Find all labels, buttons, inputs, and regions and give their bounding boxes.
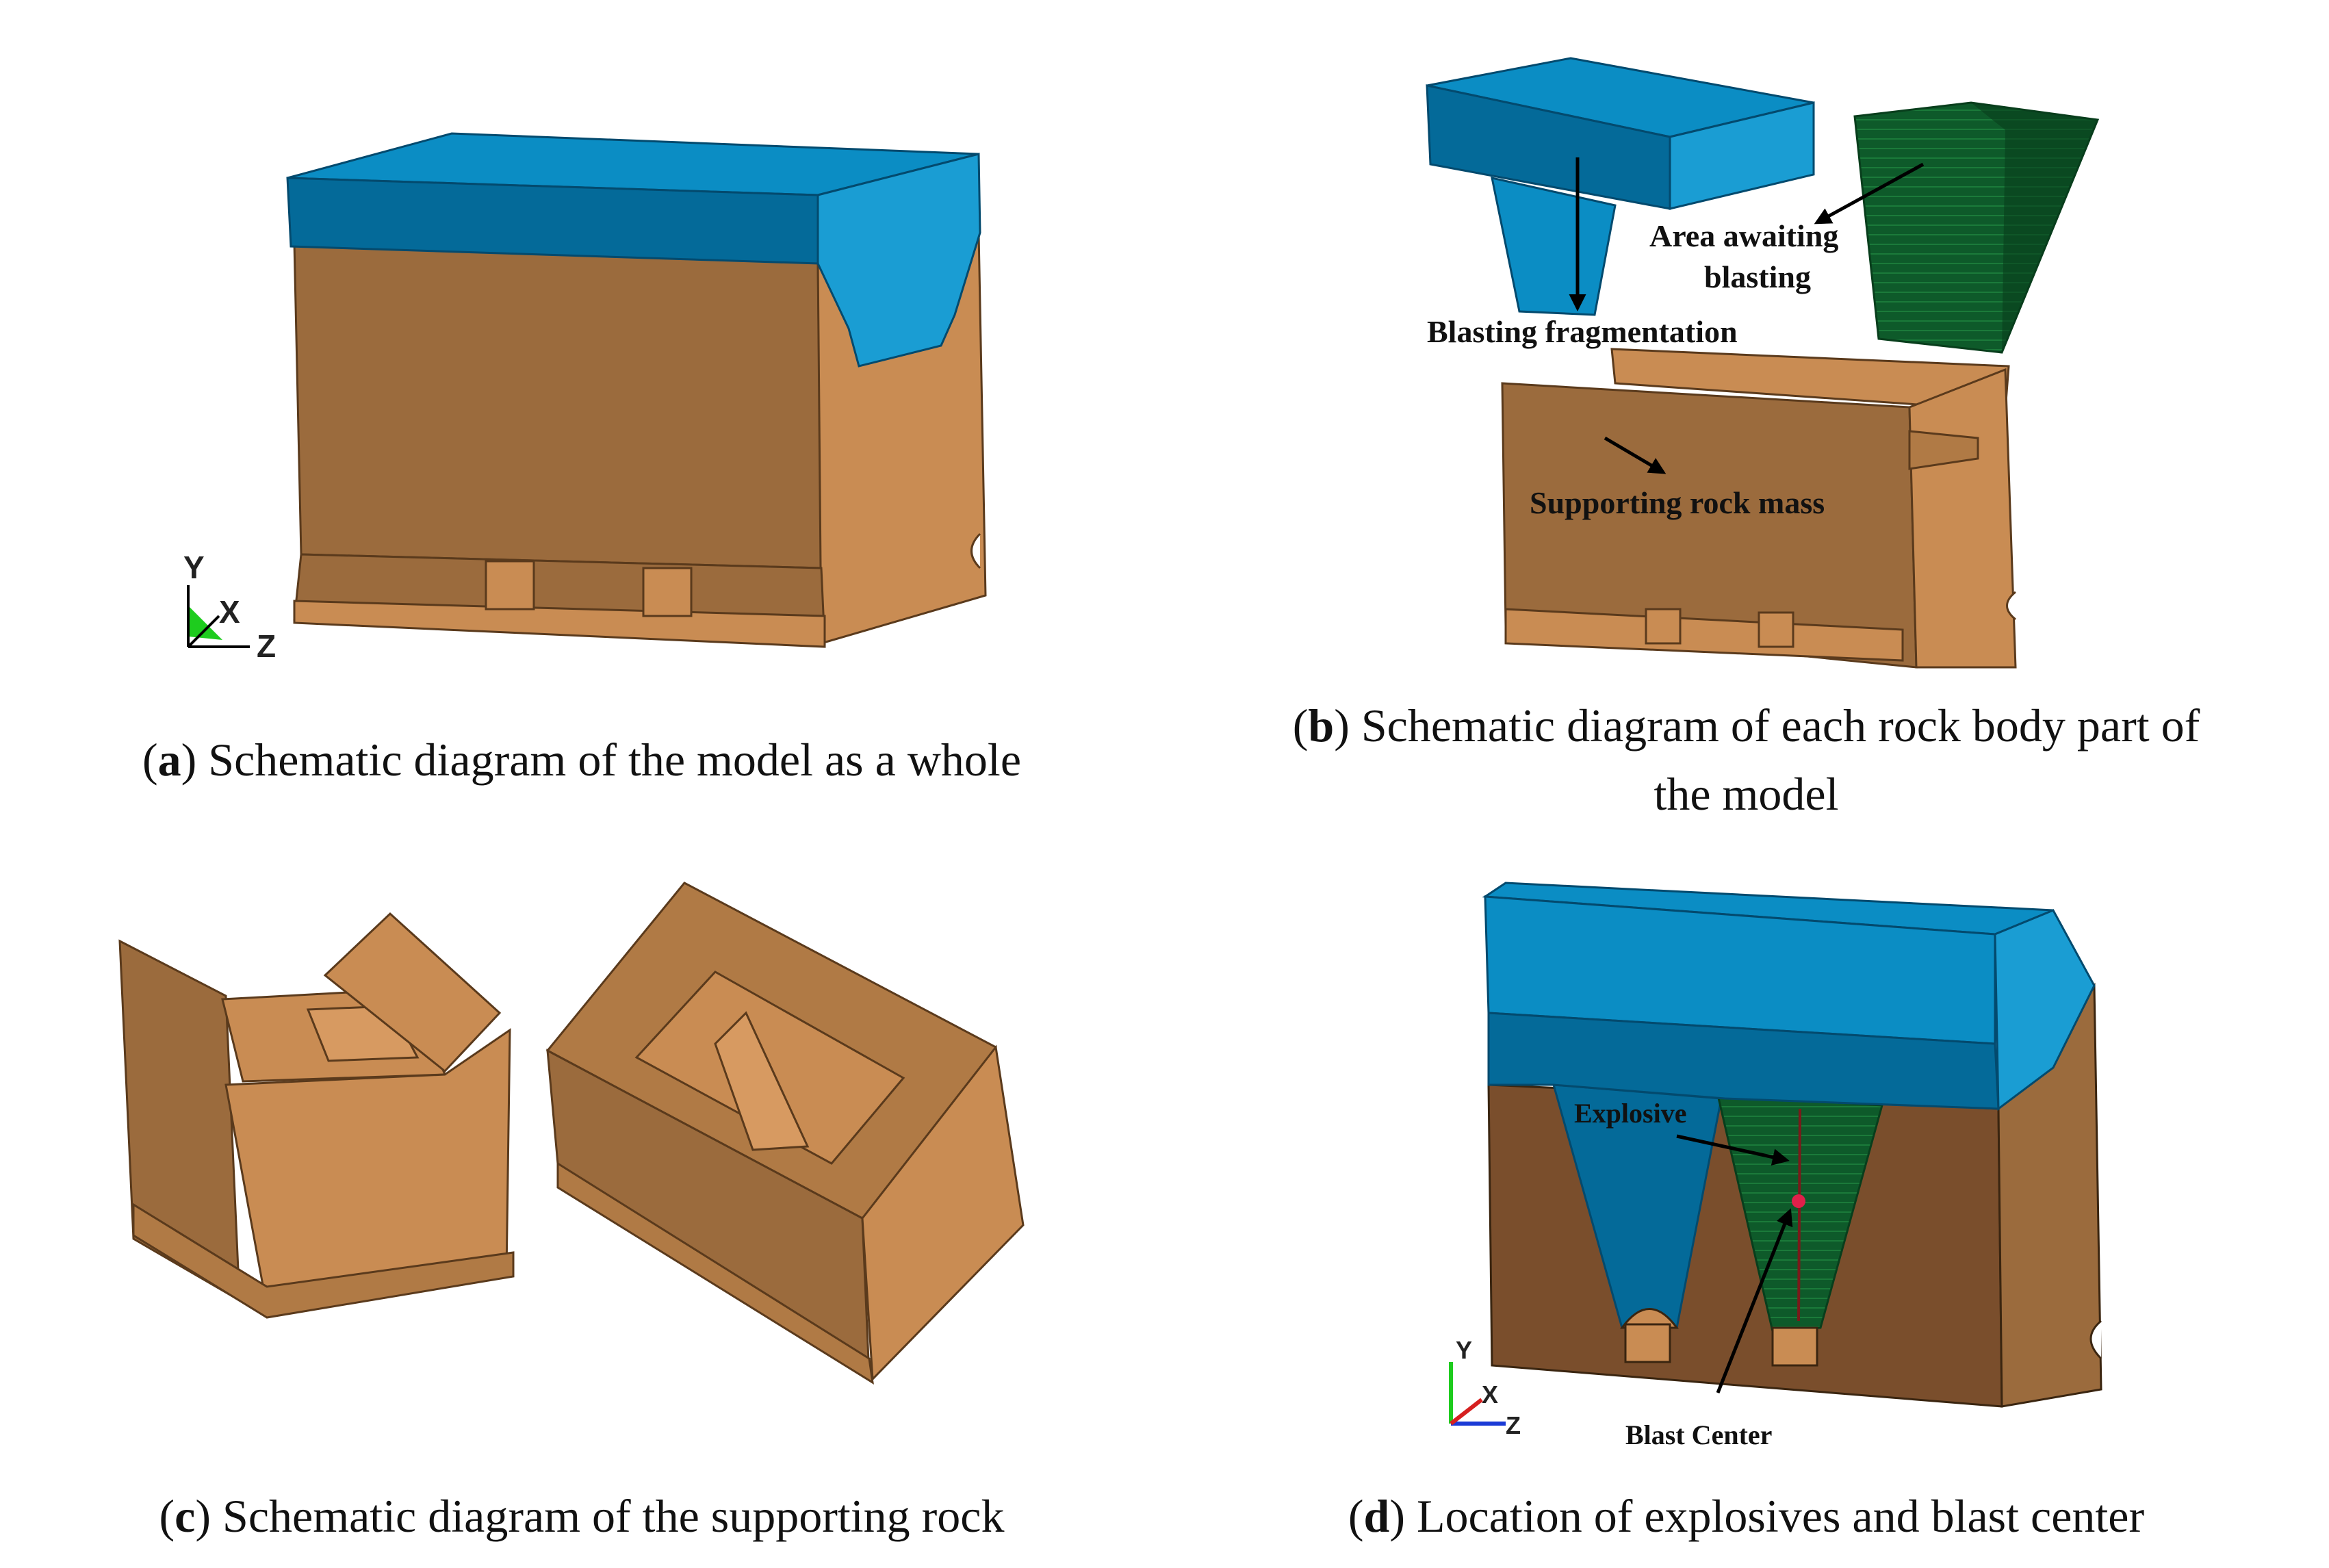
caption-b-text-line2: the model — [1654, 768, 1839, 820]
axis-label-x: X — [1482, 1380, 1498, 1409]
caption-b-text-line1: Schematic diagram of each rock body part… — [1361, 699, 2200, 751]
explosive-charge-line — [1797, 1108, 1801, 1322]
axis-label-z: Z — [257, 628, 276, 664]
axis-triad: Y X Z — [1449, 1336, 1521, 1439]
caption-c: (c) Schematic diagram of the supporting … — [159, 1490, 1005, 1542]
caption-b-letter: b — [1308, 699, 1335, 751]
blue-side-face — [1994, 909, 2096, 1111]
arrow-explosive — [1676, 1134, 1790, 1166]
axis-label-y: Y — [1456, 1336, 1472, 1364]
blue-front-lower — [1487, 1012, 2000, 1110]
caption-c-letter: c — [175, 1490, 196, 1542]
support-side — [1908, 368, 2017, 669]
arrow-support — [1604, 436, 1667, 474]
tunnel-opening — [485, 560, 535, 611]
caption-b: (b) Schematic diagram of each rock body … — [1292, 699, 2200, 820]
blue-side-face — [816, 153, 981, 368]
label-blast-center: Blast Center — [1625, 1419, 1772, 1450]
axis-label-y: Y — [183, 550, 205, 585]
rock-front-face — [293, 242, 823, 569]
blue-block-side — [1669, 101, 1815, 210]
support-ledge — [1908, 430, 1979, 470]
caption-a-letter: a — [157, 734, 181, 786]
rock-left-wing — [323, 912, 502, 1073]
caption-d-letter: d — [1363, 1490, 1390, 1542]
label-fragmentation: Blasting fragmentation — [1427, 314, 1738, 349]
funnel-opening — [1620, 1308, 1679, 1329]
tunnel-opening — [642, 567, 693, 617]
panel-c-supporting-rock — [118, 882, 1025, 1385]
blast-center-point — [1792, 1194, 1805, 1208]
blue-funnel — [1491, 177, 1617, 316]
label-area-line2: blasting — [1704, 259, 1811, 294]
tunnel-opening — [1645, 608, 1682, 645]
rock-right-cone — [714, 1011, 810, 1151]
rock-left-base — [132, 1203, 515, 1319]
tunnel-opening — [1624, 1323, 1671, 1363]
panel-a-model: Y X Z — [183, 132, 987, 664]
panel-b-parts: Area awaiting blasting Blasting fragment… — [1426, 57, 2100, 669]
label-area-line1: Area awaiting — [1649, 218, 1838, 253]
rock-left-front — [224, 1028, 511, 1309]
caption-a-text: Schematic diagram of the model as a whol… — [208, 734, 1022, 786]
caption-c-text: Schematic diagram of the supporting rock — [222, 1490, 1005, 1542]
rock-right-side — [861, 1044, 1025, 1382]
axis-triad: Y X Z — [183, 550, 276, 664]
arrow-blast-center — [1716, 1208, 1793, 1393]
panel-d-explosive: Explosive Blast Center Y X Z — [1449, 882, 2102, 1450]
side-notch — [2089, 1320, 2102, 1360]
caption-d-text: Location of explosives and blast center — [1417, 1490, 2145, 1542]
rock-right-base — [556, 1161, 874, 1385]
label-support: Supporting rock mass — [1530, 485, 1825, 520]
arrow-area — [1814, 162, 1925, 224]
axis-label-z: Z — [1506, 1411, 1521, 1439]
tunnel-opening — [1771, 1326, 1818, 1367]
axis-label-x: X — [219, 594, 240, 630]
caption-a: (a) Schematic diagram of the model as a … — [142, 734, 1022, 786]
side-notch — [970, 532, 981, 569]
label-explosive: Explosive — [1574, 1098, 1686, 1129]
side-notch — [2006, 591, 2016, 621]
caption-d: (d) Location of explosives and blast cen… — [1348, 1490, 2145, 1542]
tunnel-opening — [1758, 611, 1794, 648]
green-block-side — [1971, 103, 2098, 352]
